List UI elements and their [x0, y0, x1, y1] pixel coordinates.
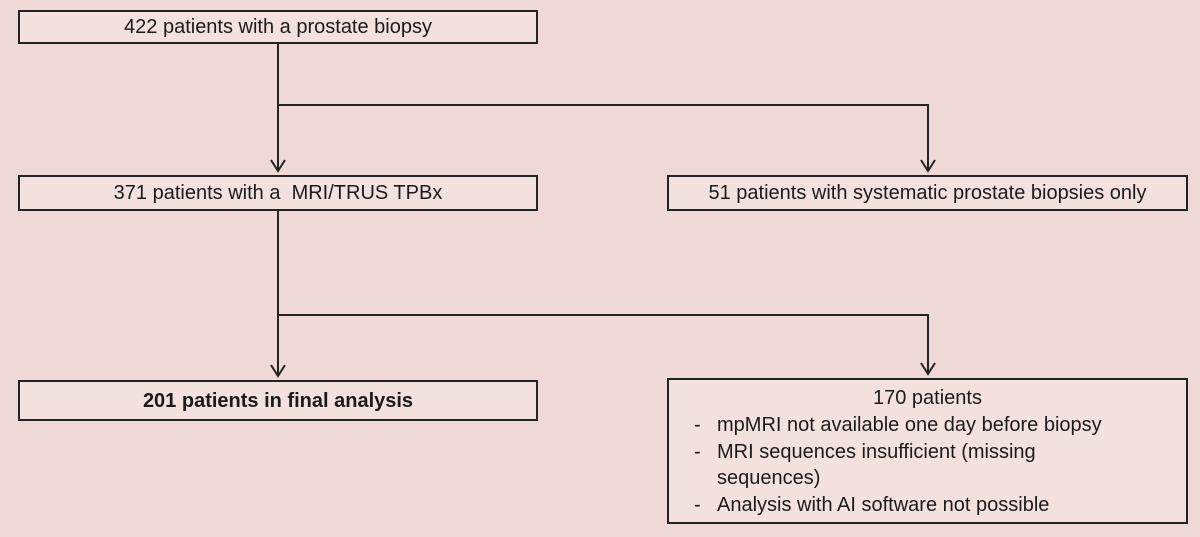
bullet-dash: -	[694, 414, 701, 436]
excluded-reasons-list: - mpMRI not available one day before bio…	[677, 412, 1178, 518]
arrowhead-systematic	[920, 159, 936, 173]
list-item: - Analysis with AI software not possible	[694, 492, 1178, 519]
excluded-reason: mpMRI not available one day before biops…	[717, 414, 1102, 436]
box-final-analysis-label: 201 patients in final analysis	[142, 389, 414, 412]
arrowhead-final	[270, 364, 286, 378]
arrowhead-excluded	[920, 362, 936, 376]
excluded-reason: Analysis with AI software not possible	[717, 493, 1050, 516]
bullet-dash: -	[694, 493, 701, 516]
box-systematic-only: 51 patients with systematic prostate bio…	[667, 175, 1188, 211]
bullet-dash: -	[694, 440, 701, 463]
box-patients-total: 422 patients with a prostate biopsy	[18, 10, 538, 44]
arrowhead-tpbx	[270, 159, 286, 173]
box-excluded-patients: 170 patients - mpMRI not available one d…	[667, 378, 1188, 524]
box-final-analysis: 201 patients in final analysis	[18, 380, 538, 421]
connector-tpbx-to-excluded	[278, 314, 929, 374]
list-item: - mpMRI not available one day before bio…	[694, 412, 1178, 439]
box-patients-total-label: 422 patients with a prostate biopsy	[124, 16, 432, 38]
excluded-patients-count: 170 patients	[873, 387, 982, 409]
list-item: - MRI sequences insufficient (missing se…	[694, 439, 1178, 492]
box-systematic-only-label: 51 patients with systematic prostate bio…	[708, 182, 1147, 204]
excluded-reason: MRI sequences insufficient (missing sequ…	[717, 440, 1036, 490]
box-mri-trus-tpbx: 371 patients with a MRI/TRUS TPBx	[18, 175, 538, 211]
box-mri-trus-tpbx-label: 371 patients with a MRI/TRUS TPBx	[113, 182, 443, 204]
connector-total-to-systematic	[278, 104, 929, 171]
